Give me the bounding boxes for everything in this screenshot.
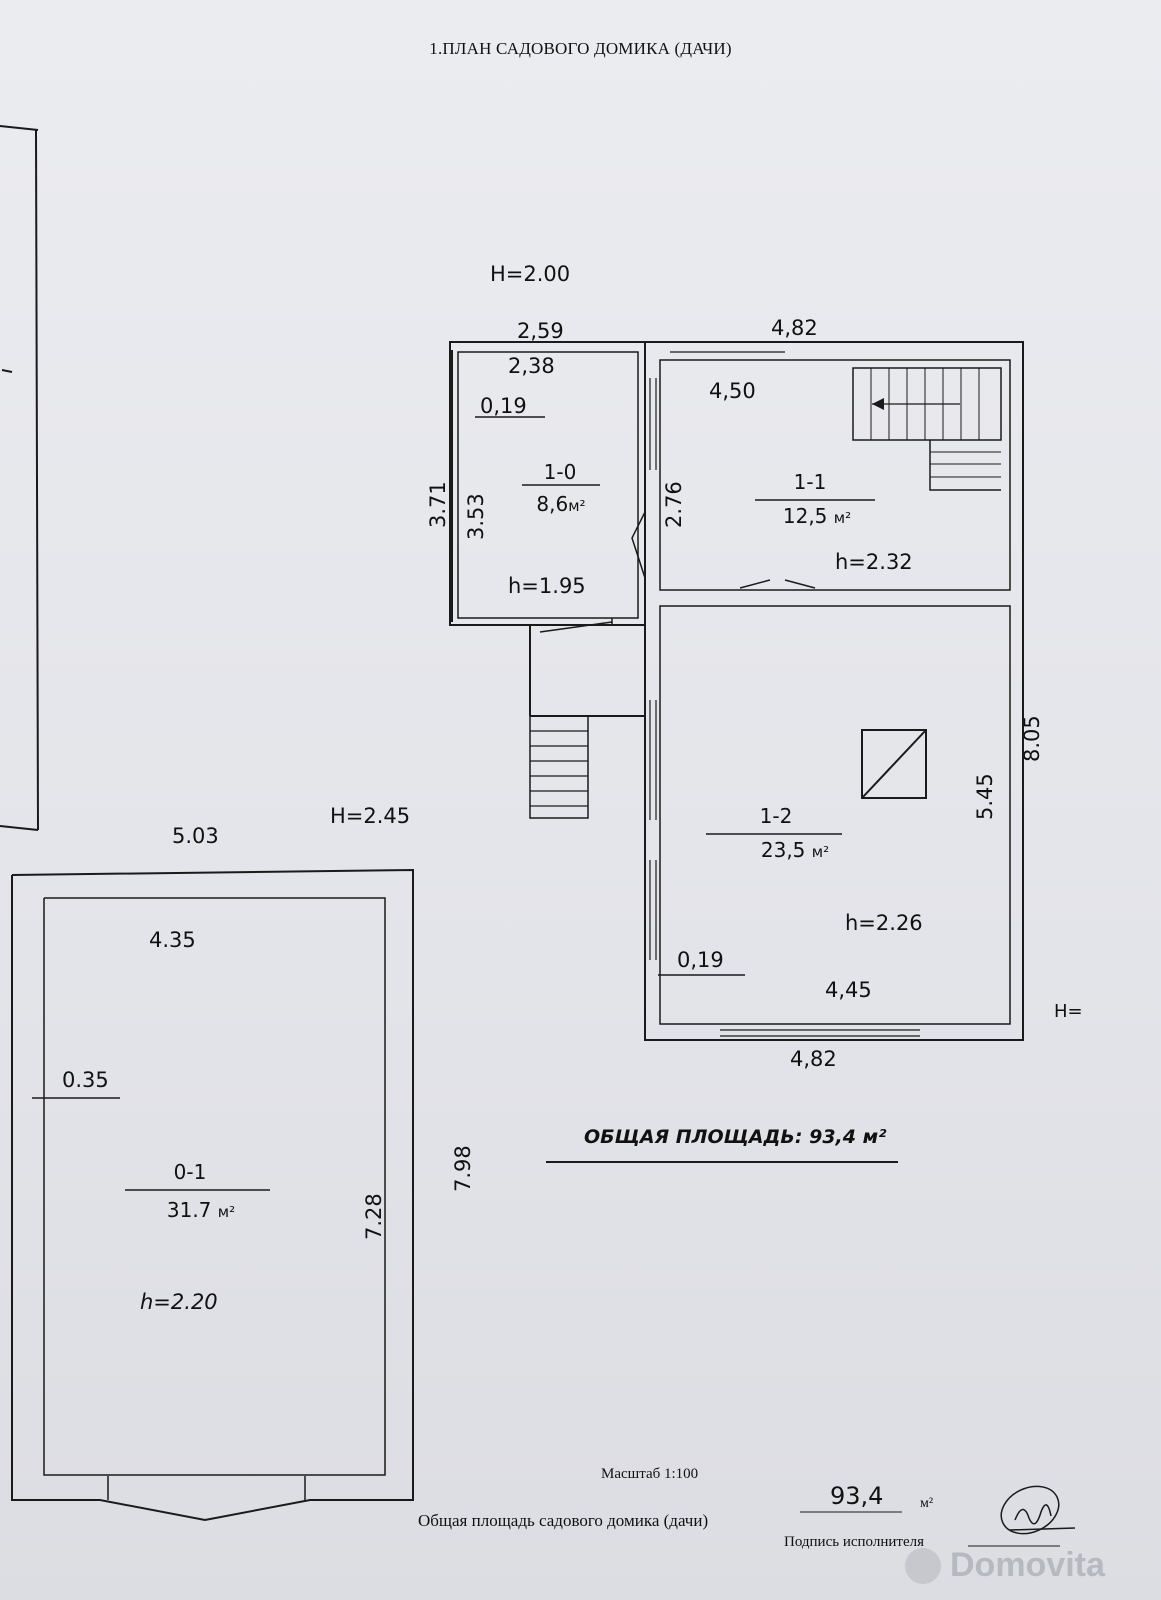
shed-wall-thickness: 0.35 bbox=[62, 1068, 109, 1092]
main-house-walls bbox=[644, 341, 1024, 1041]
footer-area-value: 93,4 bbox=[830, 1482, 884, 1510]
watermark-logo-icon bbox=[905, 1548, 941, 1584]
room-0-1-height: h=2.20 bbox=[140, 1290, 218, 1314]
signature-mark bbox=[1000, 1485, 1076, 1535]
shed-width-inner: 4.35 bbox=[149, 928, 196, 952]
house-height-label: H=2.00 bbox=[490, 262, 571, 286]
shed-width-outer: 5.03 bbox=[172, 824, 219, 848]
dim-top-left-inner: 2,38 bbox=[508, 354, 555, 378]
left-edge-frame bbox=[0, 125, 39, 831]
dim-left-inner: 3.53 bbox=[464, 493, 488, 540]
dim-left-outer: 3.71 bbox=[426, 481, 450, 528]
dim-room-1-1-inner: 4,50 bbox=[709, 379, 756, 403]
room-1-0-height: h=1.95 bbox=[508, 574, 586, 598]
room-1-2-height: h=2.26 bbox=[845, 911, 923, 935]
dim-wall-thickness: 0,19 bbox=[480, 394, 527, 418]
room-0-1-id: 0-1 bbox=[173, 1160, 207, 1184]
room-1-1-area: 12,5 м² bbox=[782, 504, 852, 528]
shed-length-inner: 7.28 bbox=[362, 1193, 386, 1240]
dim-wall-thickness-bottom: 0,19 bbox=[677, 948, 724, 972]
watermark-text: Domovita bbox=[950, 1546, 1105, 1584]
footer-area-unit: м² bbox=[920, 1496, 934, 1511]
room-1-0-area: 8,6м² bbox=[536, 492, 586, 516]
room-1-1-height: h=2.32 bbox=[835, 550, 913, 574]
dim-top-right-outer: 4,82 bbox=[771, 316, 818, 340]
room-1-2-id: 1-2 bbox=[759, 804, 793, 828]
stair-arrow-icon bbox=[872, 398, 884, 410]
footer-area-caption: Общая площадь садового домика (дачи) bbox=[418, 1511, 709, 1530]
dim-room-1-2-side: 5.45 bbox=[973, 773, 997, 820]
room-0-1-area: 31.7 м² bbox=[166, 1198, 236, 1222]
shed-walls bbox=[11, 868, 414, 1522]
shed-height-label: H=2.45 bbox=[330, 804, 411, 828]
dim-bottom-outer: 4,82 bbox=[790, 1047, 837, 1071]
shed-length-outer: 7.98 bbox=[451, 1145, 475, 1192]
right-height-label: H= bbox=[1054, 1001, 1083, 1022]
total-area-label: ОБЩАЯ ПЛОЩАДЬ: 93,4 м² bbox=[584, 1126, 887, 1148]
dim-room-1-2-inner-bottom: 4,45 bbox=[825, 978, 872, 1002]
plan-title: 1.ПЛАН САДОВОГО ДОМИКА (ДАЧИ) bbox=[429, 39, 732, 58]
dim-right-outer: 8.05 bbox=[1020, 715, 1044, 762]
room-1-2-area: 23,5 м² bbox=[760, 838, 830, 862]
room-1-0-id: 1-0 bbox=[543, 460, 577, 484]
scale-label: Масштаб 1:100 bbox=[601, 1466, 699, 1482]
dim-top-left-outer: 2,59 bbox=[517, 319, 564, 343]
signature-caption: Подпись исполнителя bbox=[784, 1534, 924, 1550]
dim-room-1-1-side: 2.76 bbox=[662, 481, 686, 528]
room-1-1-id: 1-1 bbox=[793, 470, 827, 494]
